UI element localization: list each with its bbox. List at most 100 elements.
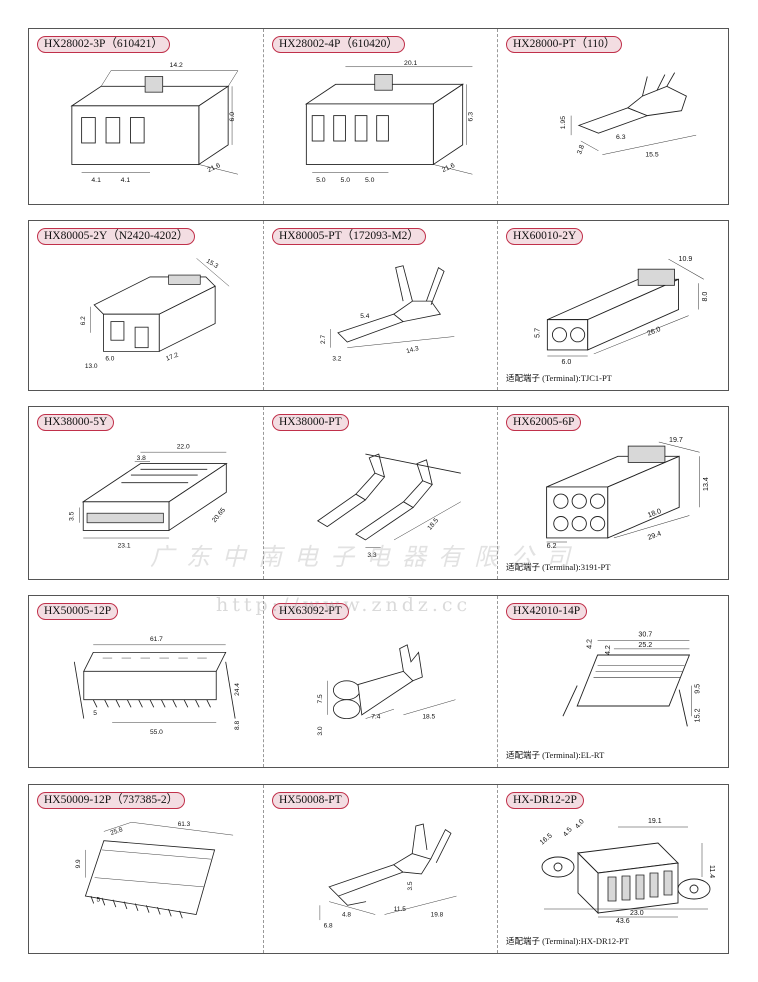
dim-label: 10.9 — [679, 256, 693, 263]
terminal-drawing: 18.5 3.3 — [282, 435, 487, 559]
dim-label: 19.7 — [669, 436, 683, 444]
dim-label: 5 — [93, 710, 97, 717]
catalog-row: HX50005-12P 61.7 24.4 5 55.0 8.8 HX6 — [28, 595, 729, 768]
dim-label: 15.3 — [205, 258, 220, 271]
dim-label: 5.4 — [360, 313, 369, 320]
product-cell: HX50005-12P 61.7 24.4 5 55.0 8.8 — [29, 596, 263, 767]
model-label: HX50008-PT — [272, 792, 349, 809]
company-watermark: 广东中南电子电器有限公司 — [150, 543, 582, 571]
connector-drawing: 10.9 8.0 5.7 6.0 26.0 — [516, 249, 720, 366]
dim-label: 9.5 — [694, 684, 702, 694]
product-cell: HX63092-PT 7.5 7.4 18.5 3.0 — [263, 596, 497, 767]
model-label: HX60010-2Y — [506, 228, 584, 245]
dim-label: 14.2 — [170, 62, 183, 69]
dim-label: 1.95 — [560, 116, 567, 129]
connector-drawing: 20.1 6.3 21.6 5.0 5.0 5.0 — [282, 57, 487, 184]
dim-label: 25.8 — [110, 826, 125, 837]
dim-label: 2.7 — [320, 335, 327, 344]
dim-label: 8.0 — [702, 292, 709, 302]
dim-label: 20.65 — [211, 507, 227, 524]
dim-label: 3.3 — [367, 552, 377, 559]
model-label: HX28002-3P（610421） — [37, 36, 170, 53]
dim-label: 9.9 — [75, 859, 82, 868]
dim-label: 4.2 — [604, 645, 612, 655]
model-label: HX42010-14P — [506, 603, 588, 620]
dim-label: 7.4 — [371, 714, 381, 721]
dim-label: 15.2 — [694, 708, 702, 722]
product-cell: HX38000-5Y 22.0 3.8 3.5 20.65 23.1 — [29, 407, 263, 579]
dim-label: 8.8 — [234, 720, 241, 730]
connector-drawing: 61.7 24.4 5 55.0 8.8 — [47, 624, 253, 747]
dim-label: 14.3 — [406, 345, 420, 355]
terminal-note: 适配端子 (Terminal):HX-DR12-PT — [506, 936, 629, 946]
dim-label: 3.5 — [69, 511, 76, 521]
dim-label: 6.2 — [80, 316, 87, 325]
catalog-row: HX38000-5Y 22.0 3.8 3.5 20.65 23.1 — [28, 406, 729, 580]
dim-label: 3.2 — [332, 356, 341, 363]
product-cell: HX62005-6P 19.7 13.4 18.0 6.2 29.4 — [497, 407, 730, 579]
terminal-note: 适配端子 (Terminal):EL-RT — [506, 750, 605, 760]
dim-label: 30.7 — [638, 631, 652, 639]
dim-label: 26.0 — [646, 326, 661, 338]
dim-label: 5.0 — [316, 177, 326, 184]
dim-label: 21.6 — [207, 162, 222, 174]
dim-label: 6.0 — [105, 356, 114, 363]
dim-label: 18.5 — [422, 714, 435, 721]
dim-label: 55.0 — [150, 729, 163, 736]
model-label: HX80005-2Y（N2420-4202） — [37, 228, 196, 245]
model-label: HX28002-4P（610420） — [272, 36, 405, 53]
dim-label: 4.2 — [585, 639, 593, 649]
dim-label: 4.1 — [121, 177, 131, 184]
model-label: HX38000-PT — [272, 414, 349, 431]
dim-label: 5.0 — [341, 177, 351, 184]
dim-label: 29.4 — [647, 530, 663, 542]
url-watermark: http://www.zndz.cc — [216, 594, 472, 616]
model-label: HX50009-12P（737385-2） — [37, 792, 186, 809]
terminal-drawing: 5.4 2.7 3.2 14.3 — [282, 249, 487, 370]
catalog-row: HX50009-12P（737385-2） 25.8 61.3 9.9 5 HX… — [28, 784, 729, 954]
dim-label: 7.5 — [317, 694, 324, 704]
dim-label: 20.1 — [404, 60, 417, 67]
dim-label: 16.5 — [539, 832, 554, 846]
product-cell: HX28000-PT（110） 1.95 3.8 6.3 15.5 — [497, 29, 730, 204]
dim-label: 6.3 — [616, 134, 626, 141]
dim-label: 5.0 — [365, 177, 375, 184]
dim-label: 6.3 — [467, 112, 474, 122]
dim-label: 11.4 — [708, 865, 715, 878]
dim-label: 22.0 — [177, 443, 190, 450]
model-label: HX63092-PT — [272, 603, 349, 620]
model-label: HX50005-12P — [37, 603, 119, 620]
dim-label: 3.8 — [576, 144, 586, 156]
dim-label: 15.5 — [645, 152, 658, 159]
connector-drawing: 22.0 3.8 3.5 20.65 23.1 — [47, 435, 253, 559]
terminal-drawing: 1.95 3.8 6.3 15.5 — [516, 57, 720, 184]
catalog-row: HX28002-3P（610421） 14.2 6.0 21.6 4.1 — [28, 28, 729, 205]
product-cell: HX38000-PT 18.5 3.3 — [263, 407, 497, 579]
model-label: HX80005-PT（172093-M2） — [272, 228, 426, 245]
product-cell: HX42010-14P 30.7 4.2 4.2 25.2 9.5 15.2 适… — [497, 596, 730, 767]
dim-label: 4.5 — [562, 826, 574, 838]
dim-label: 24.4 — [234, 683, 241, 696]
dim-label: 4.0 — [574, 818, 586, 830]
dim-label: 61.7 — [150, 636, 163, 643]
product-cell: HX28002-4P（610420） 20.1 6.3 21.6 5.0 5.0… — [263, 29, 497, 204]
dim-label: 21.6 — [441, 162, 456, 174]
product-cell: HX80005-2Y（N2420-4202） 15.3 6.2 6.0 13.0… — [29, 221, 263, 390]
dim-label: 11.5 — [394, 906, 406, 913]
dim-label: 6.2 — [547, 542, 557, 550]
dim-label: 3.5 — [407, 881, 414, 890]
dim-label: 4.1 — [91, 177, 101, 184]
dim-label: 6.0 — [561, 359, 571, 366]
connector-drawing: 19.7 13.4 18.0 6.2 29.4 — [516, 435, 720, 550]
dim-label: 25.2 — [638, 641, 652, 649]
product-cell: HX80005-PT（172093-M2） 5.4 2.7 3.2 14.3 — [263, 221, 497, 390]
terminal-note: 适配端子 (Terminal):TJC1-PT — [506, 373, 612, 383]
model-label: HX38000-5Y — [37, 414, 115, 431]
dim-label: 13.0 — [85, 363, 98, 370]
dim-label: 3.0 — [317, 726, 324, 736]
connector-drawing: 14.2 6.0 21.6 4.1 4.1 — [47, 57, 253, 184]
product-cell: HX50008-PT 3.5 4.8 11.5 19.8 6.8 — [263, 785, 497, 953]
dim-label: 23.0 — [630, 910, 644, 917]
terminal-drawing: 3.5 4.8 11.5 19.8 6.8 — [282, 813, 487, 933]
product-cell: HX-DR12-2P 19.1 16.5 4.5 4.0 11.4 23 — [497, 785, 730, 953]
